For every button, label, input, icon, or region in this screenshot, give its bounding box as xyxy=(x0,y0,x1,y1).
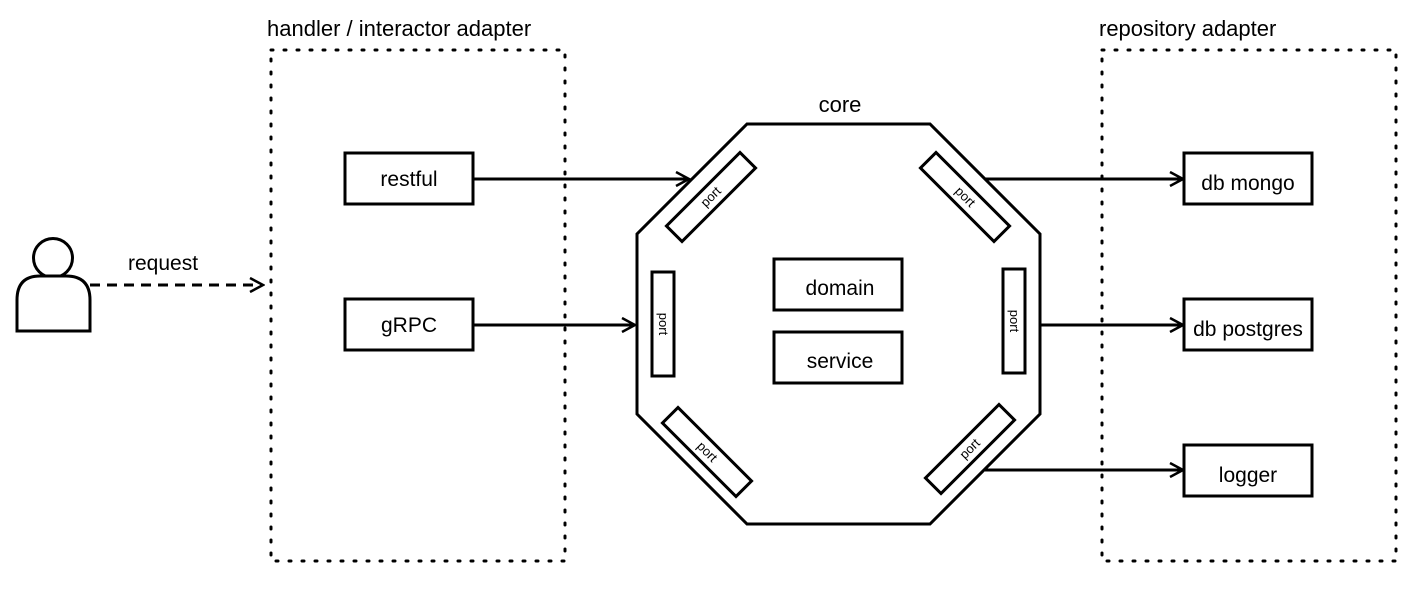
grpc-label: gRPC xyxy=(381,314,437,337)
mongo-label: db mongo xyxy=(1201,172,1294,195)
port-left: port xyxy=(650,270,676,378)
restful-label: restful xyxy=(380,168,437,191)
port-top-right: port xyxy=(918,150,1012,244)
logger-box: logger xyxy=(1182,443,1314,498)
service-box: service xyxy=(772,330,904,385)
handler-adapter-group xyxy=(269,48,567,563)
domain-label: domain xyxy=(806,277,875,300)
repository-adapter-group xyxy=(1100,48,1398,563)
restful-handler-box: restful xyxy=(343,151,475,206)
port-label: port xyxy=(1007,310,1022,333)
request-label: request xyxy=(128,252,198,275)
logger-label: logger xyxy=(1219,464,1277,487)
postgres-label: db postgres xyxy=(1193,318,1303,341)
mongo-repository-box: db mongo xyxy=(1182,151,1314,206)
grpc-handler-box: gRPC xyxy=(343,297,475,352)
port-label: port xyxy=(656,313,671,336)
repository-adapter-title: repository adapter xyxy=(1099,16,1276,41)
user-icon xyxy=(15,237,92,333)
domain-box: domain xyxy=(772,257,904,312)
handler-adapter-title: handler / interactor adapter xyxy=(267,16,531,41)
port-right: port xyxy=(1001,267,1027,375)
core-title: core xyxy=(819,92,862,117)
postgres-repository-box: db postgres xyxy=(1182,297,1314,352)
port-top-left: port xyxy=(664,150,758,244)
service-label: service xyxy=(807,350,874,373)
core-octagon xyxy=(635,122,1042,526)
